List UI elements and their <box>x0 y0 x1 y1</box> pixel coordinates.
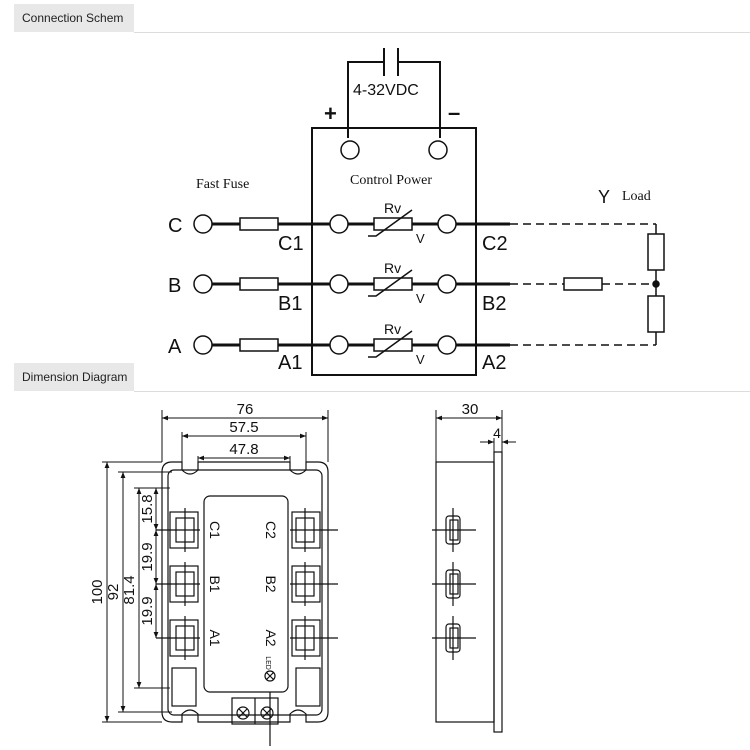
minus-sign: – <box>448 100 460 125</box>
dim-width-inner: 47.8 <box>229 441 258 458</box>
phase-row-c <box>193 209 656 237</box>
terminal-c2-label: C2 <box>482 233 508 255</box>
schematic-labels: 4-32VDC + – Control Power Fast Fuse Y Lo… <box>168 82 651 374</box>
terminal-a2-label: A2 <box>482 352 506 374</box>
terminal-c1-label: C1 <box>278 233 304 255</box>
side-outline <box>435 461 495 723</box>
ssr-module-body <box>311 127 477 376</box>
front-dimensions <box>102 410 329 723</box>
input-a-label: A <box>168 336 182 358</box>
varistor-c-rv: Rv <box>384 200 401 216</box>
phase-row-a <box>193 330 656 358</box>
dim-depth-base: 4 <box>493 425 501 441</box>
panel-label-a2: A2 <box>263 629 279 646</box>
dim-width-mount: 57.5 <box>229 419 258 436</box>
varistor-c-v: V <box>416 231 425 246</box>
input-c-label: C <box>168 215 182 237</box>
panel-label-c2: C2 <box>263 521 279 539</box>
front-view <box>161 461 329 746</box>
fuse-a <box>239 338 279 352</box>
dim-height-mount: 92 <box>105 584 122 601</box>
varistor-b-v: V <box>416 291 425 306</box>
varistor-a-rv: Rv <box>384 321 401 337</box>
panel-label-a1: A1 <box>207 629 223 646</box>
front-terminals <box>156 508 338 660</box>
panel-label-c1: C1 <box>207 521 223 539</box>
y-load-network <box>647 224 665 345</box>
load-b <box>563 277 603 291</box>
connection-section-header: Connection Schem <box>14 4 134 32</box>
plus-sign: + <box>324 101 337 126</box>
side-baseplate <box>493 451 503 733</box>
panel-label-b1: B1 <box>207 575 223 592</box>
connection-section-divider <box>134 32 750 33</box>
dimension-section-title: Dimension Diagram <box>22 370 128 384</box>
dim-pitch-bottom: 19.9 <box>139 596 156 625</box>
terminal-a1-label: A1 <box>278 352 302 374</box>
varistor-a-v: V <box>416 352 425 367</box>
phase-row-b <box>193 269 656 297</box>
connection-schematic <box>193 48 665 376</box>
led-label: LED <box>264 656 271 670</box>
front-dimension-labels: 76 57.5 47.8 100 92 81.4 15.8 19.9 19.9 … <box>89 401 279 670</box>
panel-label-b2: B2 <box>263 575 279 592</box>
dim-depth-total: 30 <box>462 401 479 418</box>
fuse-b <box>239 277 279 291</box>
control-power-label: Control Power <box>350 173 432 188</box>
side-view <box>432 410 516 733</box>
side-terminals <box>432 508 476 660</box>
supply-voltage-label: 4-32VDC <box>353 82 419 99</box>
dimension-section-header: Dimension Diagram <box>14 363 134 391</box>
led-indicator <box>264 670 276 682</box>
front-label-panel <box>203 495 289 693</box>
dim-pitch-top: 15.8 <box>139 494 156 523</box>
input-b-label: B <box>168 275 181 297</box>
connection-section-title: Connection Schem <box>22 11 124 25</box>
terminal-b1-label: B1 <box>278 293 302 315</box>
load-label: Load <box>622 189 651 204</box>
dim-height-terminals: 81.4 <box>121 575 138 604</box>
dim-pitch-mid: 19.9 <box>139 542 156 571</box>
fast-fuse-label: Fast Fuse <box>196 177 249 192</box>
dimension-section-divider <box>134 391 750 392</box>
fuse-c <box>239 217 279 231</box>
y-label: Y <box>598 187 610 207</box>
front-outline <box>161 461 329 723</box>
dim-width-total: 76 <box>237 401 254 418</box>
control-plus-terminal <box>340 140 360 160</box>
control-minus-terminal <box>428 140 448 160</box>
terminal-b2-label: B2 <box>482 293 506 315</box>
dim-height-total: 100 <box>89 579 106 604</box>
varistor-b-rv: Rv <box>384 260 401 276</box>
side-dimension-labels: 30 4 <box>462 401 501 441</box>
control-supply-loop <box>347 48 441 138</box>
